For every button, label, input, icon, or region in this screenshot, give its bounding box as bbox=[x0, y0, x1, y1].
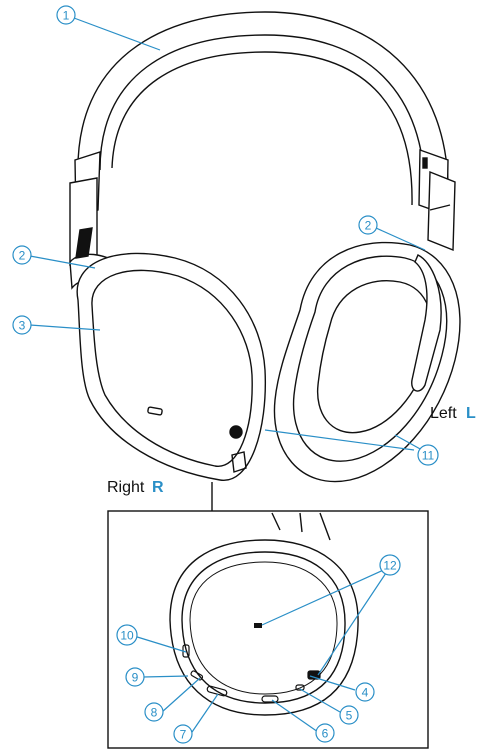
callout-3: 3 bbox=[12, 315, 32, 335]
side-label-left-text: Left bbox=[430, 405, 457, 422]
callout-6-label: 6 bbox=[322, 727, 329, 741]
callout-9: 9 bbox=[125, 667, 145, 687]
callout-5-label: 5 bbox=[346, 709, 353, 723]
side-label-right-letter: R bbox=[152, 479, 164, 496]
callout-12-label: 12 bbox=[383, 559, 397, 573]
callout-2-label: 2 bbox=[19, 249, 26, 263]
left-earcup bbox=[273, 241, 461, 483]
callout-3-label: 3 bbox=[19, 319, 26, 333]
callout-1: 1 bbox=[56, 5, 76, 25]
callout-11: 11 bbox=[417, 444, 439, 466]
callout-8: 8 bbox=[144, 702, 164, 722]
callout-6: 6 bbox=[315, 723, 335, 743]
callout-1-label: 1 bbox=[63, 9, 70, 23]
callouts: 1 2 2 3 4 5 6 7 8 9 10 11 12 bbox=[12, 5, 439, 744]
callout-2-left: 2 bbox=[358, 215, 378, 235]
callout-8-label: 8 bbox=[151, 706, 158, 720]
callout-2-right: 2 bbox=[12, 245, 32, 265]
side-label-right-text: Right bbox=[107, 479, 145, 496]
callout-10-label: 10 bbox=[120, 629, 134, 643]
side-label-left: Left L bbox=[430, 405, 476, 422]
callout-2b-label: 2 bbox=[365, 219, 372, 233]
side-label-right: Right R bbox=[107, 479, 164, 496]
callout-4: 4 bbox=[355, 682, 375, 702]
side-label-left-letter: L bbox=[466, 405, 476, 422]
right-earcup bbox=[69, 227, 267, 481]
callout-4-label: 4 bbox=[362, 686, 369, 700]
callout-12: 12 bbox=[379, 554, 401, 576]
callout-5: 5 bbox=[339, 705, 359, 725]
leader-lines bbox=[29, 17, 426, 736]
callout-7: 7 bbox=[173, 724, 193, 744]
headband bbox=[69, 11, 456, 266]
callout-10: 10 bbox=[116, 624, 138, 646]
callout-7-label: 7 bbox=[180, 728, 187, 742]
callout-9-label: 9 bbox=[132, 671, 139, 685]
callout-11-label: 11 bbox=[422, 449, 435, 463]
